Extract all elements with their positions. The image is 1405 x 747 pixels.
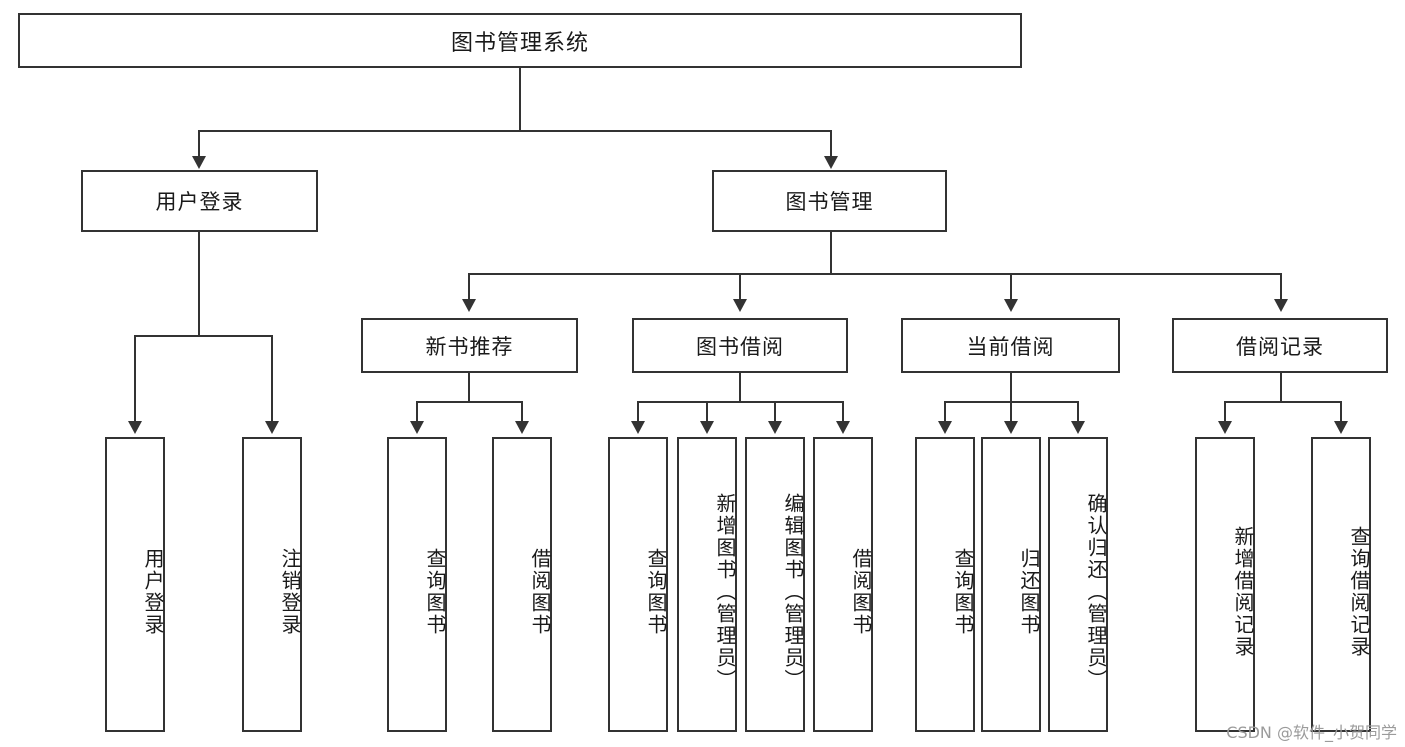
edge-root-to-bus	[519, 68, 521, 130]
arrowhead-leaf-confirm-return	[1071, 421, 1085, 434]
node-borrow-record[interactable]: 借阅记录	[1172, 318, 1388, 373]
edge-user-login-child-2	[271, 335, 273, 423]
edge-bus-to-borrow-record	[1280, 273, 1282, 301]
arrowhead-new-book-recommend	[462, 299, 476, 312]
arrowhead-leaf-query-book-2	[631, 421, 645, 434]
arrowhead-user-login	[192, 156, 206, 169]
node-user-login[interactable]: 用户登录	[81, 170, 318, 232]
leaf-query-borrow-record[interactable]: 查询借阅记录	[1311, 437, 1371, 732]
node-book-management[interactable]: 图书管理	[712, 170, 947, 232]
leaf-add-book-admin[interactable]: 新增图书（管理员）	[677, 437, 737, 732]
edge-bus-to-book-borrow	[739, 273, 741, 301]
arrowhead-leaf-query-record	[1334, 421, 1348, 434]
edge-book-management-drop	[830, 232, 832, 273]
arrowhead-borrow-record	[1274, 299, 1288, 312]
edge-current-borrow-child-3	[1077, 401, 1079, 423]
arrowhead-leaf-query-book-1	[410, 421, 424, 434]
leaf-borrow-book-new-recommend[interactable]: 借阅图书	[492, 437, 552, 732]
edge-new-book-bus	[416, 401, 522, 403]
edge-level3-bus	[468, 273, 1281, 275]
leaf-return-book[interactable]: 归还图书	[981, 437, 1041, 732]
arrowhead-leaf-borrow-book-2	[836, 421, 850, 434]
edge-borrow-record-child-2	[1340, 401, 1342, 423]
node-current-borrow[interactable]: 当前借阅	[901, 318, 1120, 373]
edge-current-borrow-child-1	[944, 401, 946, 423]
leaf-logout[interactable]: 注销登录	[242, 437, 302, 732]
edge-bus-to-book-management	[830, 130, 832, 158]
leaf-query-book-borrow[interactable]: 查询图书	[608, 437, 668, 732]
csdn-watermark: CSDN @软件_小贺同学	[1226, 723, 1397, 742]
edge-bus-to-current-borrow	[1010, 273, 1012, 301]
edge-borrow-record-drop	[1280, 373, 1282, 401]
arrowhead-book-borrow	[733, 299, 747, 312]
edge-new-book-drop	[468, 373, 470, 401]
edge-current-borrow-drop	[1010, 373, 1012, 401]
edge-bus-level2	[198, 130, 832, 132]
edge-user-login-bus	[134, 335, 272, 337]
edge-bus-to-new-book	[468, 273, 470, 301]
node-book-borrow[interactable]: 图书借阅	[632, 318, 848, 373]
arrowhead-leaf-return-book	[1004, 421, 1018, 434]
leaf-borrow-book[interactable]: 借阅图书	[813, 437, 873, 732]
edge-current-borrow-child-2	[1010, 401, 1012, 423]
arrowhead-current-borrow	[1004, 299, 1018, 312]
arrowhead-leaf-user-login	[128, 421, 142, 434]
leaf-query-book-new-recommend[interactable]: 查询图书	[387, 437, 447, 732]
arrowhead-leaf-query-book-3	[938, 421, 952, 434]
edge-book-borrow-child-2	[706, 401, 708, 423]
edge-new-book-child-2	[521, 401, 523, 423]
edge-book-borrow-bus	[637, 401, 844, 403]
edge-user-login-child-1	[134, 335, 136, 423]
leaf-add-borrow-record[interactable]: 新增借阅记录	[1195, 437, 1255, 732]
edge-book-borrow-child-3	[774, 401, 776, 423]
arrowhead-leaf-add-book	[700, 421, 714, 434]
edge-book-borrow-child-1	[637, 401, 639, 423]
edge-book-borrow-child-4	[842, 401, 844, 423]
edge-borrow-record-child-1	[1224, 401, 1226, 423]
node-new-book-recommend[interactable]: 新书推荐	[361, 318, 578, 373]
edge-bus-to-user-login	[198, 130, 200, 158]
edge-book-borrow-drop	[739, 373, 741, 401]
arrowhead-leaf-logout	[265, 421, 279, 434]
arrowhead-leaf-edit-book	[768, 421, 782, 434]
edge-user-login-drop	[198, 232, 200, 335]
edge-new-book-child-1	[416, 401, 418, 423]
leaf-query-book-current[interactable]: 查询图书	[915, 437, 975, 732]
node-root-library-management-system[interactable]: 图书管理系统	[18, 13, 1022, 68]
arrowhead-book-management	[824, 156, 838, 169]
leaf-confirm-return-admin[interactable]: 确认归还（管理员）	[1048, 437, 1108, 732]
edge-borrow-record-bus	[1224, 401, 1341, 403]
leaf-edit-book-admin[interactable]: 编辑图书（管理员）	[745, 437, 805, 732]
leaf-user-login[interactable]: 用户登录	[105, 437, 165, 732]
arrowhead-leaf-borrow-book-1	[515, 421, 529, 434]
arrowhead-leaf-add-record	[1218, 421, 1232, 434]
